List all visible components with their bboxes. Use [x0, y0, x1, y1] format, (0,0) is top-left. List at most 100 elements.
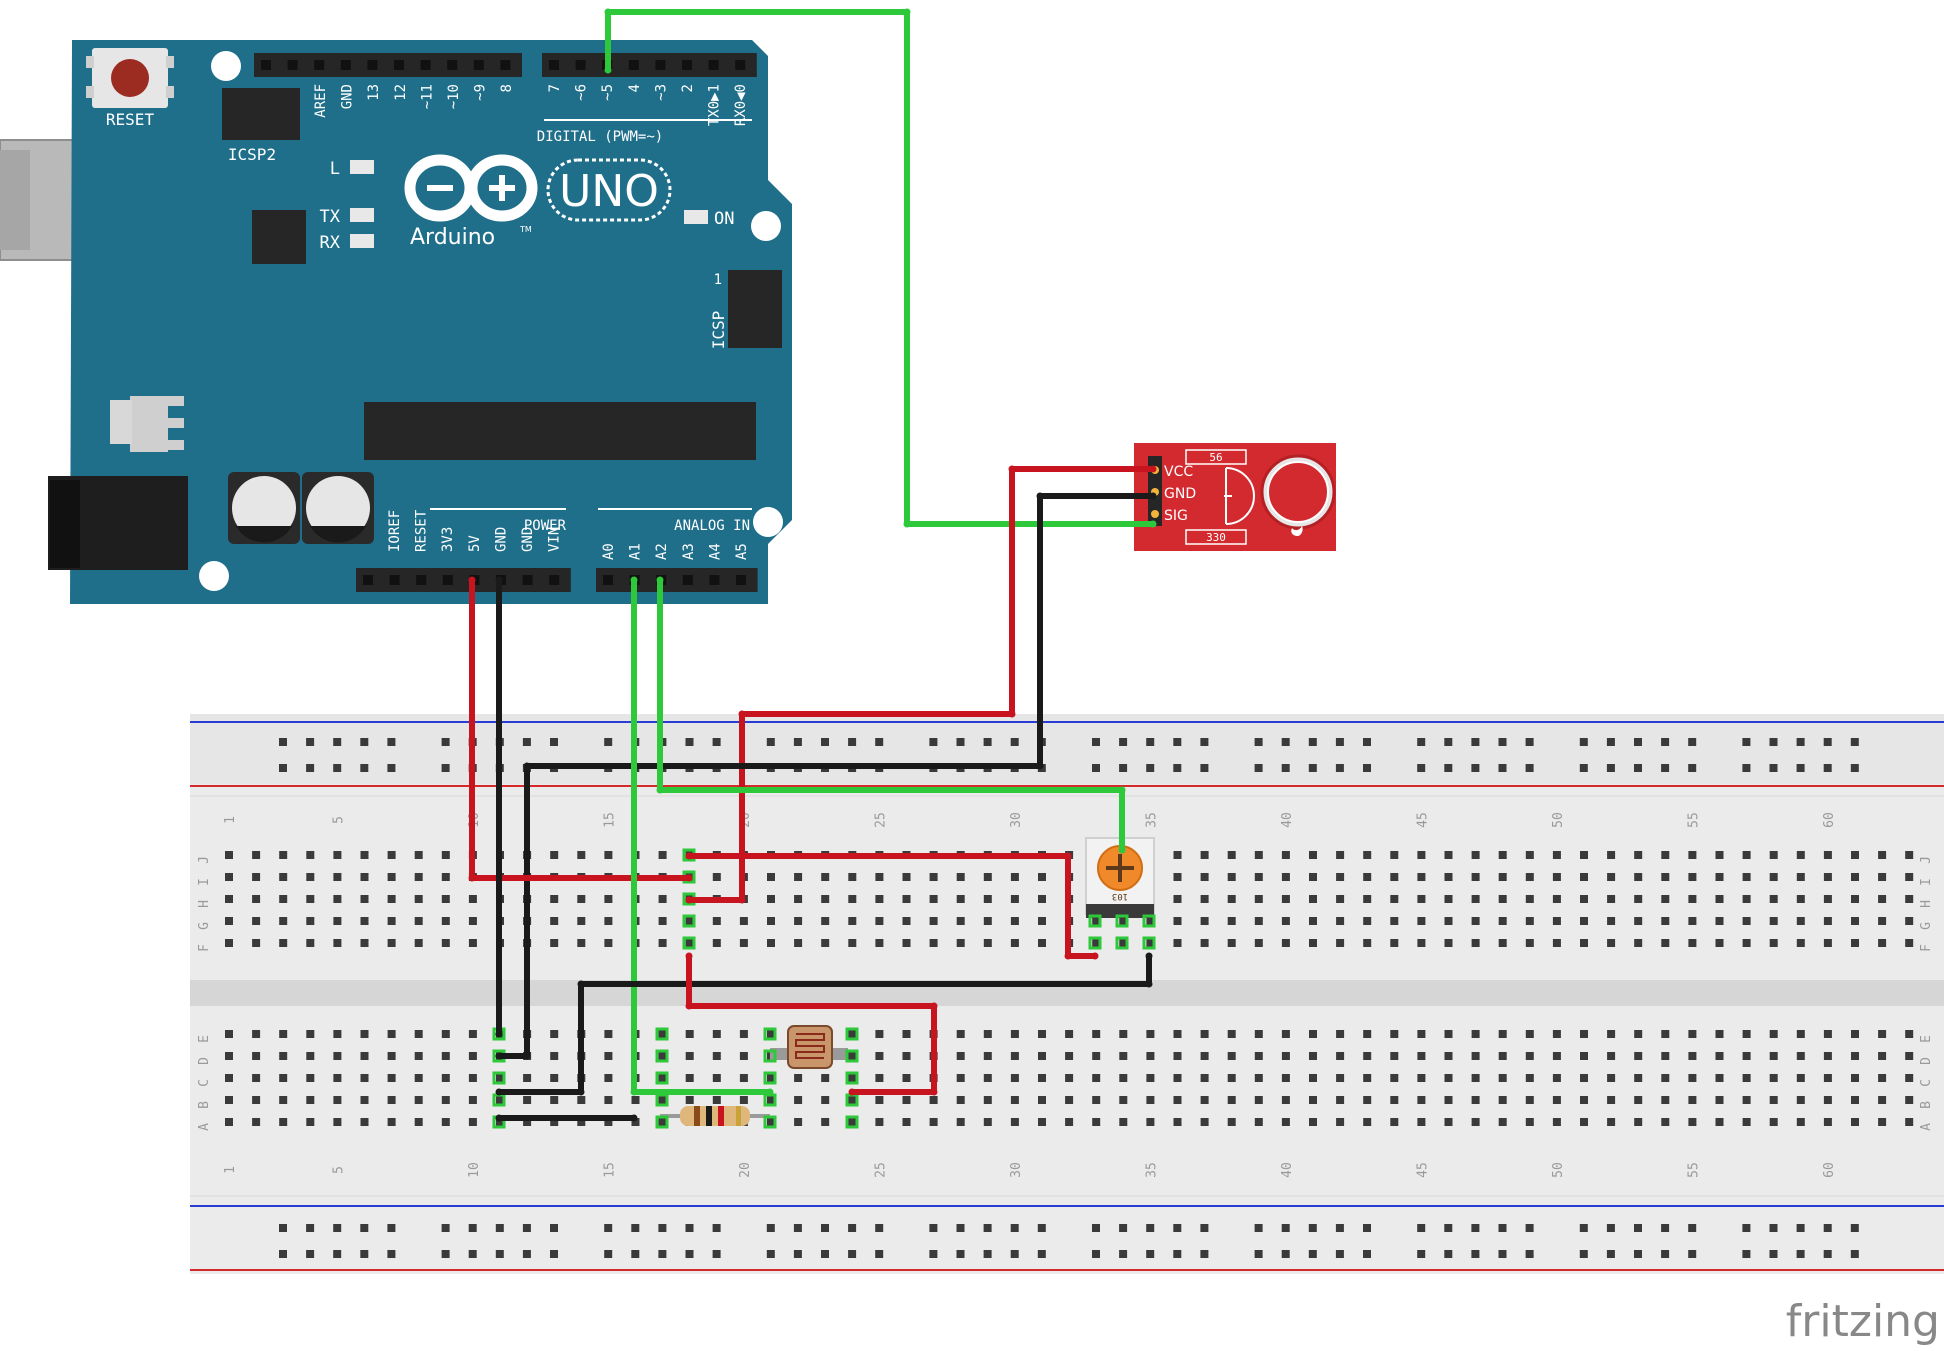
breadboard-hole	[821, 939, 830, 947]
breadboard-hole	[604, 1096, 613, 1104]
led-rx-label: RX	[320, 233, 341, 253]
breadboard-hole	[956, 738, 965, 746]
breadboard-label: 55	[1686, 1162, 1701, 1178]
breadboard-hole	[1471, 1118, 1480, 1126]
breadboard-hole	[1634, 1096, 1643, 1104]
connected-hole	[763, 1049, 777, 1063]
breadboard-hole	[821, 1250, 829, 1258]
breadboard-hole	[848, 1224, 857, 1232]
breadboard-label: 10	[467, 1162, 482, 1178]
breadboard-hole	[1525, 1052, 1534, 1060]
breadboard-hole	[1281, 1096, 1290, 1104]
breadboard-label: 60	[1822, 1162, 1837, 1178]
breadboard-hole	[1715, 1052, 1724, 1060]
breadboard-label: F	[1919, 944, 1934, 952]
breadboard-label: J	[1919, 856, 1934, 864]
breadboard-hole	[1796, 1030, 1805, 1038]
board-body	[70, 40, 792, 604]
breadboard-hole	[1281, 1052, 1290, 1060]
breadboard-hole	[1878, 895, 1887, 903]
wire-red-pot	[686, 853, 1098, 959]
breadboard-hole	[306, 1096, 315, 1104]
breadboard-hole	[1850, 1250, 1859, 1258]
breadboard-hole	[225, 917, 233, 925]
breadboard-hole	[1092, 939, 1101, 947]
breadboard-hole	[1580, 917, 1588, 925]
breadboard-hole	[1119, 1052, 1128, 1060]
breadboard-hole	[1715, 1074, 1724, 1082]
breadboard-hole	[956, 1250, 965, 1258]
breadboard-hole	[279, 764, 287, 772]
breadboard-hole	[983, 1074, 992, 1082]
breadboard-hole	[956, 1118, 965, 1126]
breadboard-hole	[1038, 1118, 1046, 1126]
breadboard-hole	[1634, 917, 1643, 925]
breadboard-hole	[956, 895, 965, 903]
breadboard-hole	[1688, 895, 1697, 903]
header-pin	[628, 60, 639, 70]
breadboard-hole	[875, 1118, 884, 1126]
breadboard-hole	[1688, 1250, 1697, 1258]
breadboard-hole	[1905, 1052, 1914, 1060]
breadboard-hole	[1417, 1096, 1426, 1104]
breadboard-hole	[685, 1096, 694, 1104]
pin-label: 13	[366, 84, 382, 101]
breadboard-hole	[468, 1030, 477, 1038]
breadboard-hole	[1823, 1096, 1832, 1104]
breadboard-hole	[1688, 851, 1697, 859]
breadboard-hole	[1254, 1074, 1263, 1082]
breadboard-hole	[1715, 851, 1724, 859]
breadboard-hole	[1498, 1224, 1507, 1232]
breadboard-hole	[333, 851, 342, 859]
breadboard-hole	[1173, 917, 1182, 925]
breadboard-label: F	[197, 944, 212, 952]
breadboard-hole	[1308, 1224, 1317, 1232]
breadboard-hole	[577, 1096, 586, 1104]
breadboard-hole	[360, 873, 369, 881]
breadboard-hole	[1119, 1030, 1128, 1038]
breadboard-hole	[739, 917, 748, 925]
breadboard-hole	[225, 1030, 233, 1038]
breadboard-hole	[1092, 764, 1100, 772]
breadboard-hole	[387, 738, 396, 746]
connected-hole	[845, 1115, 859, 1129]
breadboard-hole	[1471, 1224, 1480, 1232]
breadboard-hole	[794, 1096, 803, 1104]
pin-label: ~11	[419, 84, 435, 109]
breadboard-hole	[1525, 1096, 1534, 1104]
breadboard-hole	[1661, 917, 1670, 925]
breadboard-hole	[279, 939, 288, 947]
breadboard-hole	[1173, 1074, 1182, 1082]
breadboard-hole	[604, 1224, 613, 1232]
breadboard-hole	[360, 917, 369, 925]
led-l-label: L	[330, 159, 340, 179]
breadboard-hole	[658, 1096, 667, 1104]
breadboard-hole	[1851, 917, 1859, 925]
breadboard-hole	[929, 1250, 938, 1258]
breadboard-hole	[1769, 873, 1778, 881]
breadboard-hole	[1146, 1096, 1155, 1104]
breadboard-hole	[225, 1096, 233, 1104]
breadboard-hole	[1823, 1030, 1832, 1038]
breadboard-hole	[1525, 1118, 1534, 1126]
breadboard-label: 55	[1686, 812, 1701, 828]
connected-hole	[1142, 914, 1156, 928]
voltage-regulator	[130, 396, 168, 452]
wire-green-a2	[657, 577, 1125, 853]
breadboard-hole	[983, 895, 992, 903]
analog-label: ANALOG IN	[674, 518, 750, 534]
breadboard-hole	[1173, 895, 1182, 903]
breadboard-hole	[225, 1118, 233, 1126]
pin-label: 2	[680, 84, 696, 92]
breadboard-hole	[767, 1118, 775, 1126]
breadboard-hole	[1634, 851, 1643, 859]
breadboard-label: G	[1919, 922, 1934, 930]
breadboard-hole	[1715, 1118, 1724, 1126]
breadboard-hole	[604, 1052, 613, 1060]
breadboard-hole	[1417, 1224, 1426, 1232]
breadboard-hole	[821, 738, 829, 746]
breadboard-hole	[1851, 851, 1859, 859]
breadboard-hole	[1878, 873, 1887, 881]
breadboard-hole	[1308, 764, 1317, 772]
